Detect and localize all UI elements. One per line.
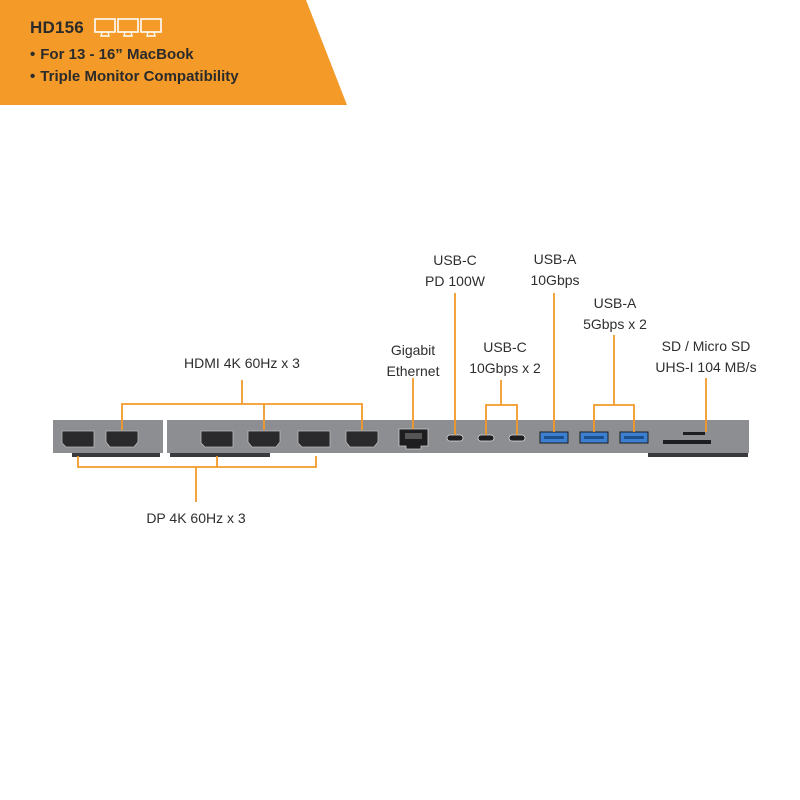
label-usba-10g-line2: 10Gbps <box>530 272 580 288</box>
dp-port[interactable] <box>200 430 234 448</box>
banner-bullet-monitors: Triple Monitor Compatibility <box>30 68 238 85</box>
monitor-icon <box>140 18 162 37</box>
model-name: HD156 <box>30 18 84 37</box>
label-ethernet: Gigabit Ethernet <box>387 340 440 382</box>
label-usba-10g-line1: USB-A <box>533 251 577 267</box>
hdmi-port[interactable] <box>105 430 139 448</box>
label-usbc-pd-line1: USB-C <box>433 252 477 268</box>
usba-5g-port[interactable] <box>579 431 609 444</box>
label-sd-line2: UHS-I 104 MB/s <box>655 359 757 375</box>
banner-title-row: HD156 <box>30 18 162 38</box>
label-usba-5g: USB-A 5Gbps x 2 <box>583 293 647 335</box>
label-ethernet-line1: Gigabit <box>390 342 436 358</box>
usbc-10g-port[interactable] <box>508 434 526 442</box>
dock-right-foot <box>648 453 748 457</box>
dp-port[interactable] <box>61 430 95 448</box>
leader-lines <box>77 293 707 502</box>
hdmi-port[interactable] <box>345 430 379 448</box>
label-dp: DP 4K 60Hz x 3 <box>146 510 246 526</box>
label-usbc-10g-line2: 10Gbps x 2 <box>469 360 541 376</box>
micro-sd-slot[interactable] <box>683 432 705 435</box>
label-usbc-10g-line1: USB-C <box>483 339 527 355</box>
banner-bullet-macbook: For 13 - 16” MacBook <box>30 46 193 63</box>
label-usbc-pd-line2: PD 100W <box>425 273 485 289</box>
dock-left-foot <box>72 453 160 457</box>
label-usba-5g-line2: 5Gbps x 2 <box>583 316 647 332</box>
usbc-10g-port[interactable] <box>477 434 495 442</box>
label-sd: SD / Micro SD UHS-I 104 MB/s <box>655 336 756 378</box>
label-usbc-10g: USB-C 10Gbps x 2 <box>469 337 541 379</box>
monitor-icons <box>94 18 162 38</box>
usba-5g-port[interactable] <box>619 431 649 444</box>
label-hdmi: HDMI 4K 60Hz x 3 <box>184 355 300 371</box>
hdmi-port[interactable] <box>247 430 281 448</box>
dp-port[interactable] <box>297 430 331 448</box>
ethernet-port[interactable] <box>398 428 429 450</box>
label-ethernet-line2: Ethernet <box>386 363 440 379</box>
label-usba-5g-line1: USB-A <box>593 295 637 311</box>
usbc-pd-port[interactable] <box>446 434 464 442</box>
label-usbc-pd: USB-C PD 100W <box>425 250 485 292</box>
monitor-icon <box>117 18 139 37</box>
usba-10g-port[interactable] <box>539 431 569 444</box>
dock-mid-foot <box>170 453 270 457</box>
monitor-icon <box>94 18 116 37</box>
label-sd-line1: SD / Micro SD <box>661 338 751 354</box>
label-usba-10g: USB-A 10Gbps <box>530 249 579 291</box>
sd-slot[interactable] <box>663 440 711 444</box>
